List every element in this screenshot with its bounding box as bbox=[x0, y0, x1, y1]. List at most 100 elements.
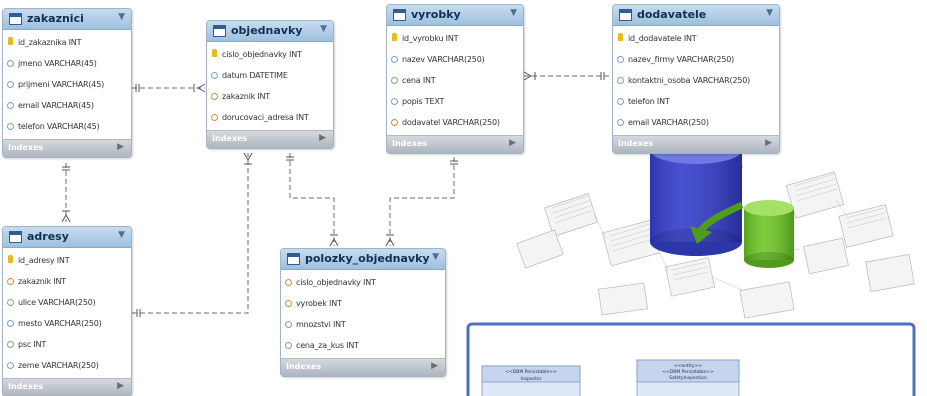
column-row[interactable]: datum DATETIME bbox=[207, 65, 333, 86]
column-list: id_dodavatele INT nazev_firmy VARCHAR(250… bbox=[613, 26, 779, 135]
column-label: nazev VARCHAR(250) bbox=[402, 55, 485, 64]
column-row[interactable]: zeme VARCHAR(250) bbox=[3, 355, 131, 376]
primary-key-icon bbox=[618, 33, 623, 41]
column-label: zeme VARCHAR(250) bbox=[18, 361, 99, 370]
table-menu-chevron-icon[interactable]: ▼ bbox=[510, 8, 517, 18]
column-row[interactable]: id_adresy INT bbox=[3, 250, 131, 271]
table-adresy[interactable]: adresy▼ id_adresy INT zakaznik INT ulice VA… bbox=[2, 226, 132, 396]
column-label: id_vyrobku INT bbox=[402, 34, 459, 43]
column-row[interactable]: cislo_objednavky INT bbox=[207, 44, 333, 65]
column-row[interactable]: mnozstvi INT bbox=[281, 314, 445, 335]
sync-arrow-icon bbox=[690, 201, 744, 244]
table-polozky_objednavky[interactable]: polozky_objednavky▼ cislo_objednavky INT v… bbox=[280, 248, 446, 377]
table-objednavky[interactable]: objednavky ▼ cislo_objednavky INT datum DAT… bbox=[206, 20, 334, 149]
column-label: telefon VARCHAR(45) bbox=[18, 122, 100, 131]
column-icon bbox=[7, 341, 14, 348]
column-row[interactable]: zakaznik INT bbox=[3, 271, 131, 292]
table-menu-chevron-icon[interactable]: ▼ bbox=[320, 24, 327, 34]
column-row[interactable]: dodavatel VARCHAR(250) bbox=[387, 112, 523, 133]
indexes-section[interactable]: Indexes▶ bbox=[387, 135, 523, 153]
column-row[interactable]: telefon VARCHAR(45) bbox=[3, 116, 131, 137]
indexes-section[interactable]: Indexes▶ bbox=[613, 135, 779, 153]
table-header[interactable]: objednavky ▼ bbox=[207, 21, 333, 42]
column-row[interactable]: id_zakaznika INT bbox=[3, 32, 131, 53]
primary-key-icon bbox=[392, 33, 397, 41]
table-dodavatele[interactable]: dodavatele▼ id_dodavatele INT nazev_firmy … bbox=[612, 4, 780, 154]
indexes-label: Indexes bbox=[8, 143, 44, 152]
column-row[interactable]: zakaznik INT bbox=[207, 86, 333, 107]
table-header[interactable]: polozky_objednavky▼ bbox=[281, 249, 445, 270]
expand-arrow-icon[interactable]: ▶ bbox=[509, 138, 516, 148]
column-row[interactable]: jmeno VARCHAR(45) bbox=[3, 53, 131, 74]
indexes-section[interactable]: Indexes▶ bbox=[281, 358, 445, 376]
expand-arrow-icon[interactable]: ▶ bbox=[765, 138, 772, 148]
indexes-section[interactable]: Indexes ▶ bbox=[3, 139, 131, 157]
indexes-section[interactable]: Indexes▶ bbox=[3, 378, 131, 396]
column-row[interactable]: kontaktni_osoba VARCHAR(250) bbox=[613, 70, 779, 91]
column-label: cena_za_kus INT bbox=[296, 341, 359, 350]
indexes-label: Indexes bbox=[212, 134, 248, 143]
expand-arrow-icon[interactable]: ▶ bbox=[319, 133, 326, 143]
table-menu-chevron-icon[interactable]: ▼ bbox=[432, 252, 439, 262]
column-row[interactable]: nazev_firmy VARCHAR(250) bbox=[613, 49, 779, 70]
expand-arrow-icon[interactable]: ▶ bbox=[431, 361, 438, 371]
column-row[interactable]: nazev VARCHAR(250) bbox=[387, 49, 523, 70]
rel-vyrobky-polozky bbox=[389, 157, 455, 246]
column-list: id_vyrobku INT nazev VARCHAR(250) cena INT… bbox=[387, 26, 523, 135]
table-menu-chevron-icon[interactable]: ▼ bbox=[118, 230, 125, 240]
column-row[interactable]: email VARCHAR(250) bbox=[613, 112, 779, 133]
uml-box-left-name: Inspector bbox=[521, 376, 542, 382]
column-icon bbox=[7, 320, 14, 327]
column-row[interactable]: cislo_objednavky INT bbox=[281, 272, 445, 293]
uml-box-right-name: SafetyInspection bbox=[669, 375, 707, 381]
column-label: telefon INT bbox=[628, 97, 670, 106]
column-label: cislo_objednavky INT bbox=[296, 278, 376, 287]
column-row[interactable]: email VARCHAR(45) bbox=[3, 95, 131, 116]
column-row[interactable]: dorucovaci_adresa INT bbox=[207, 107, 333, 128]
table-name: objednavky bbox=[231, 24, 303, 37]
table-header[interactable]: vyrobky▼ bbox=[387, 5, 523, 26]
table-icon bbox=[619, 9, 632, 21]
column-row[interactable]: vyrobek INT bbox=[281, 293, 445, 314]
column-row[interactable]: cena_za_kus INT bbox=[281, 335, 445, 356]
rel-objednavky-polozky bbox=[289, 153, 335, 246]
table-menu-chevron-icon[interactable]: ▼ bbox=[766, 8, 773, 18]
column-row[interactable]: mesto VARCHAR(250) bbox=[3, 313, 131, 334]
table-header[interactable]: adresy▼ bbox=[3, 227, 131, 248]
indexes-section[interactable]: Indexes ▶ bbox=[207, 130, 333, 148]
column-label: popis TEXT bbox=[402, 97, 445, 106]
column-label: datum DATETIME bbox=[222, 71, 288, 80]
column-label: dodavatel VARCHAR(250) bbox=[402, 118, 500, 127]
table-vyrobky[interactable]: vyrobky▼ id_vyrobku INT nazev VARCHAR(250)… bbox=[386, 4, 524, 154]
rel-adresy-objednavky bbox=[132, 153, 249, 314]
table-name: polozky_objednavky bbox=[305, 252, 430, 265]
column-label: mnozstvi INT bbox=[296, 320, 346, 329]
column-icon bbox=[7, 362, 14, 369]
column-label: email VARCHAR(45) bbox=[18, 101, 94, 110]
column-row[interactable]: cena INT bbox=[387, 70, 523, 91]
column-label: zakaznik INT bbox=[18, 277, 66, 286]
column-icon bbox=[7, 123, 14, 130]
column-list: cislo_objednavky INT vyrobek INT mnozstvi … bbox=[281, 270, 445, 358]
column-label: id_adresy INT bbox=[18, 256, 70, 265]
foreign-key-column-icon bbox=[211, 93, 218, 100]
column-row[interactable]: id_vyrobku INT bbox=[387, 28, 523, 49]
expand-arrow-icon[interactable]: ▶ bbox=[117, 381, 124, 391]
column-label: email VARCHAR(250) bbox=[628, 118, 709, 127]
column-row[interactable]: telefon INT bbox=[613, 91, 779, 112]
column-list: id_adresy INT zakaznik INT ulice VARCHAR(2… bbox=[3, 248, 131, 378]
column-icon bbox=[391, 56, 398, 63]
primary-key-icon bbox=[212, 49, 217, 57]
column-row[interactable]: popis TEXT bbox=[387, 91, 523, 112]
column-row[interactable]: psc INT bbox=[3, 334, 131, 355]
column-row[interactable]: prijmeni VARCHAR(45) bbox=[3, 74, 131, 95]
table-header[interactable]: dodavatele▼ bbox=[613, 5, 779, 26]
column-row[interactable]: id_dodavatele INT bbox=[613, 28, 779, 49]
table-header[interactable]: zakaznici▼ bbox=[3, 9, 131, 30]
column-label: id_dodavatele INT bbox=[628, 34, 697, 43]
column-row[interactable]: ulice VARCHAR(250) bbox=[3, 292, 131, 313]
expand-arrow-icon[interactable]: ▶ bbox=[117, 142, 124, 152]
table-menu-chevron-icon[interactable]: ▼ bbox=[118, 12, 125, 22]
